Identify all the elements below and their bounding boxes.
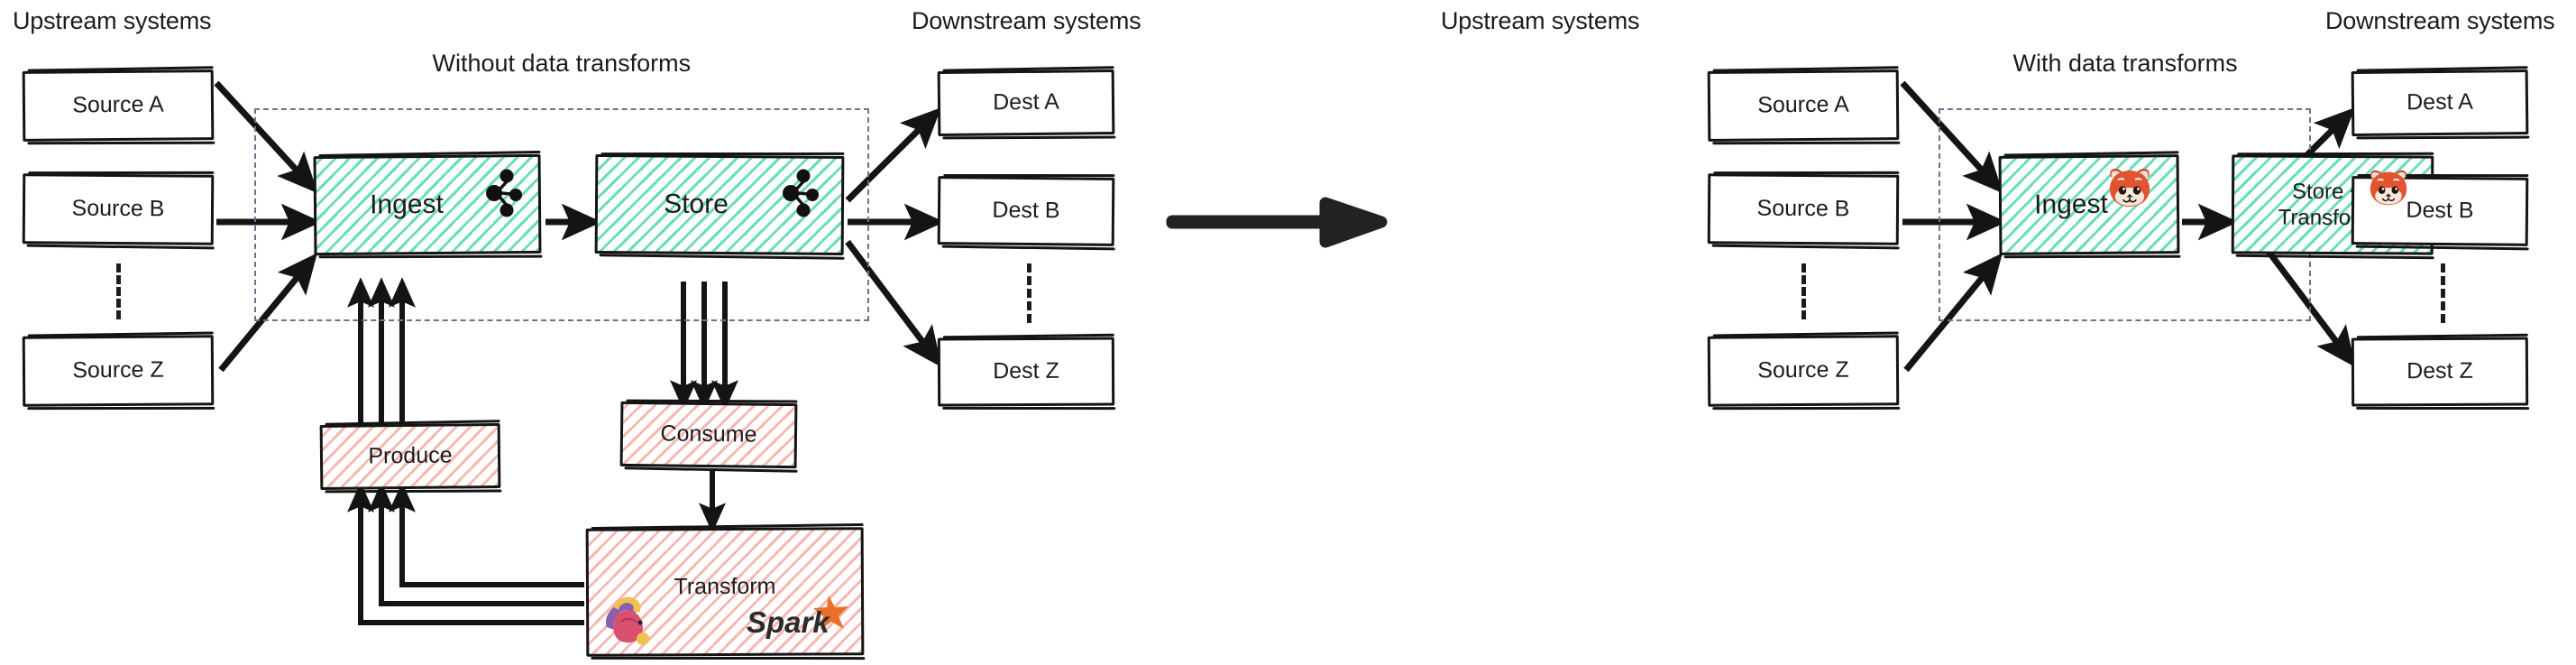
spark-wordmark: Spark [747,605,830,639]
produce-label: Produce [368,442,453,469]
dest-a-label: Dest A [993,88,1059,115]
right-source-a-label: Source A [1757,91,1849,118]
source-box-a[interactable]: Source A [22,69,215,142]
right-dest-box-z[interactable]: Dest Z [2351,337,2529,407]
consume-box[interactable]: Consume [619,401,798,469]
right-ingest-label: Ingest [2033,189,2109,220]
right-dest-box-a[interactable]: Dest A [2351,69,2529,137]
right-source-b-label: Source B [1756,195,1850,222]
source-box-b[interactable]: Source B [22,173,215,245]
left-store-label: Store [664,189,729,220]
dest-box-b[interactable]: Dest B [937,176,1115,246]
spark-icon: Spark [745,593,855,645]
produce-box[interactable]: Produce [319,422,501,491]
right-upstream-heading: Upstream systems [1441,7,1640,34]
right-source-z-label: Source Z [1757,356,1849,383]
redpanda-icon [2106,166,2153,209]
left-upstream-heading: Upstream systems [13,7,212,34]
dest-z-label: Dest Z [993,358,1059,384]
consume-label: Consume [660,420,757,448]
flink-icon [598,591,657,647]
right-dest-b-label: Dest B [2406,197,2474,224]
source-b-label: Source B [71,195,165,222]
redpanda-icon [2367,168,2410,208]
right-source-ellipsis [1801,263,1806,319]
left-ingest-label: Ingest [369,189,445,220]
right-source-box-a[interactable]: Source A [1707,69,1900,142]
dest-box-a[interactable]: Dest A [937,69,1115,137]
kafka-icon [481,168,523,218]
source-z-label: Source Z [72,356,164,383]
source-a-label: Source A [72,91,164,118]
left-downstream-heading: Downstream systems [912,7,1141,34]
left-platform-boundary [254,108,869,321]
kafka-icon [778,168,820,218]
right-panel-title: With data transforms [2012,50,2238,77]
source-box-z[interactable]: Source Z [22,335,215,407]
right-source-box-z[interactable]: Source Z [1707,335,1900,407]
left-panel-title: Without data transforms [432,50,692,77]
dest-b-label: Dest B [992,197,1060,224]
right-downstream-heading: Downstream systems [2325,7,2555,34]
dest-box-z[interactable]: Dest Z [937,337,1115,407]
right-dest-z-label: Dest Z [2406,358,2473,384]
right-dest-ellipsis [2441,263,2445,323]
right-dest-a-label: Dest A [2406,88,2473,115]
right-source-box-b[interactable]: Source B [1707,173,1900,245]
left-dest-ellipsis [1027,263,1031,323]
left-source-ellipsis [116,263,121,319]
big-right-arrow [1166,197,1388,248]
